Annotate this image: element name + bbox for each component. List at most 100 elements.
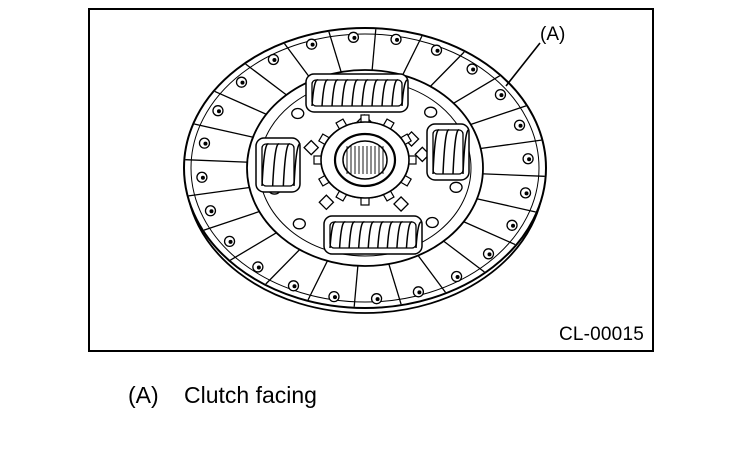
- rivet-outer-head: [272, 57, 277, 62]
- rivet-outer-head: [527, 157, 532, 162]
- facing-segment-divider: [229, 231, 279, 261]
- spring-coil: [386, 221, 394, 249]
- rivet-outer-head: [332, 295, 337, 300]
- rivet-outer-head: [499, 93, 504, 98]
- spring-coil: [293, 143, 302, 187]
- hub-hole: [291, 107, 305, 120]
- rivet-outer-head: [209, 209, 214, 214]
- rivet-outer-head: [455, 275, 460, 280]
- rivet-outer-head: [352, 35, 357, 40]
- spring-coil: [367, 221, 375, 249]
- rivet-outer-head: [471, 67, 476, 72]
- facing-segment-divider: [194, 123, 256, 139]
- spring-coil: [282, 143, 291, 187]
- spring-coil: [452, 129, 460, 175]
- facing-segment-divider: [428, 51, 465, 89]
- rivet-outer-head: [417, 290, 422, 295]
- spring-coil: [348, 221, 356, 249]
- facing-segment-divider: [203, 210, 262, 231]
- rivet-outer-head: [524, 191, 529, 196]
- facing-segment-divider: [328, 31, 343, 75]
- spring-coil: [371, 79, 379, 107]
- spring-coil: [351, 79, 359, 107]
- spline-bore-inner: [342, 140, 388, 180]
- damper-spring-top: [305, 73, 409, 113]
- rivet-outer-head: [511, 223, 516, 228]
- facing-segment-divider: [478, 139, 542, 150]
- legend-text: Clutch facing: [184, 382, 317, 408]
- damper-spring-bottom: [323, 215, 423, 255]
- rivet-outer-head: [256, 265, 261, 270]
- facing-segment-divider: [461, 220, 516, 246]
- facing-segment-divider: [441, 239, 485, 273]
- rivet-outer-head: [395, 37, 400, 42]
- facing-segment-divider: [188, 186, 252, 197]
- rivet-outer-head: [518, 123, 523, 128]
- hub-window: [393, 196, 410, 213]
- rivet-outer-head: [216, 109, 221, 114]
- callout-leader-line: [505, 42, 541, 87]
- spring-coil: [329, 221, 337, 249]
- spring-coil: [357, 221, 365, 249]
- spring-coil: [311, 79, 319, 107]
- spring-coil: [442, 129, 450, 175]
- spring-coil: [331, 79, 339, 107]
- figure-frame: (A) CL-00015: [88, 8, 654, 352]
- figure-code: CL-00015: [558, 324, 644, 345]
- spring-coil: [377, 221, 384, 249]
- spring-coil: [391, 79, 399, 107]
- spring-coil: [405, 221, 413, 249]
- rivet-outer-head: [435, 48, 440, 53]
- rivet-outer-head: [240, 80, 245, 85]
- spring-coil: [338, 221, 346, 249]
- spring-coil: [396, 221, 403, 249]
- spring-coil: [321, 79, 329, 107]
- spring-body: [261, 143, 295, 187]
- legend-key: (A): [128, 382, 159, 408]
- spring-coil: [271, 143, 280, 187]
- damper-spring-left: [255, 137, 302, 193]
- hub-hole: [424, 106, 438, 118]
- hub-plate: [246, 69, 484, 267]
- facing-segment-divider: [214, 90, 269, 116]
- spring-coil: [261, 143, 270, 187]
- rivet-outer-head: [292, 284, 297, 289]
- damper-spring-right: [426, 123, 470, 181]
- hub-window: [318, 194, 335, 211]
- rivet-outer-head: [200, 175, 205, 180]
- facing-segment-divider: [416, 253, 447, 293]
- rivet-outer-head: [228, 239, 233, 244]
- legend: (A) Clutch facing: [128, 382, 317, 409]
- hub-window: [414, 146, 431, 163]
- spring-body: [432, 129, 464, 175]
- hub-hole: [292, 218, 306, 230]
- facing-segment-divider: [474, 197, 536, 213]
- facing-segment-divider: [480, 173, 545, 177]
- spring-coil: [462, 129, 470, 175]
- rivet-outer-head: [310, 42, 315, 47]
- facing-segment-divider: [371, 29, 377, 73]
- hub-hole: [425, 216, 439, 229]
- spring-coil: [381, 79, 389, 107]
- rivet-outer-head: [203, 141, 208, 146]
- spring-coil: [361, 79, 369, 107]
- spring-coil: [415, 221, 423, 249]
- facing-segment-divider: [353, 263, 359, 307]
- facing-segment-divider: [245, 63, 289, 97]
- callout-a: (A): [505, 24, 565, 87]
- rivet-outer-head: [375, 297, 380, 302]
- clutch-disc-diagram: (A): [183, 24, 565, 314]
- facing-segment-divider: [468, 105, 527, 126]
- rivet-outer-head: [487, 252, 492, 257]
- facing-segment-divider: [451, 75, 501, 105]
- facing-segment-divider: [307, 258, 329, 301]
- facing-segment-divider: [265, 247, 302, 285]
- spring-coil: [432, 129, 440, 175]
- spring-coil: [401, 79, 409, 107]
- disc-outer-groove: [190, 33, 540, 303]
- callout-label: (A): [540, 24, 565, 45]
- hub-hole: [449, 181, 463, 193]
- spring-coil: [341, 79, 349, 107]
- hub-window: [303, 139, 320, 156]
- facing-segment-divider: [387, 261, 402, 305]
